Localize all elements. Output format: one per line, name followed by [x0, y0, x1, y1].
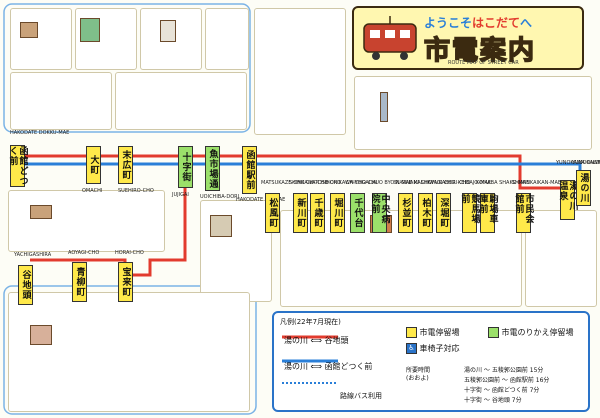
- station-chuobyoin[interactable]: 中央病院前: [370, 193, 390, 233]
- station-yunokawa_onsen[interactable]: 湯の川温泉: [558, 180, 578, 220]
- station-yunokawa[interactable]: 湯の川: [576, 170, 591, 206]
- station-fukabori-romaji: FUKABORI-CHO: [432, 180, 471, 186]
- attraction-area-12: [525, 210, 597, 307]
- legend-time-label: 所要時間: [406, 367, 431, 374]
- legend-route1: 湯の川 ⟺ 谷地頭: [284, 336, 349, 345]
- station-jujigai[interactable]: 十字街: [178, 146, 193, 188]
- building-icon: [30, 325, 52, 345]
- wheelchair-icon: ♿: [406, 343, 417, 354]
- station-dockmae[interactable]: 函館どつく前: [7, 145, 28, 187]
- station-chiyoga-romaji: CHIYOGADAI: [346, 180, 378, 186]
- station-yachigashira[interactable]: 谷地頭: [18, 265, 33, 305]
- station-horaicho-romaji: HORAI-CHO: [115, 250, 144, 256]
- attraction-area-4: [205, 8, 249, 70]
- station-suginami[interactable]: 杉並町: [398, 193, 413, 233]
- station-ekimae-romaji: HAKODATE EKI-MAE: [236, 197, 286, 203]
- station-yunokawa-romaji: YUNOKAWA: [572, 160, 600, 166]
- station-aoyagicho[interactable]: 青柳町: [72, 262, 87, 302]
- legend-lines: [282, 335, 338, 384]
- page-title: 市電案内: [423, 35, 537, 67]
- attraction-area-8: [354, 76, 592, 150]
- legend-stop: 市電停留場: [406, 327, 460, 338]
- legend-time-row: 五稜郭公園前 ～ 函館駅前 16分: [464, 377, 550, 384]
- legend-panel: 凡例(22年7月現在) 湯の川 ⟺ 谷地頭 湯の川 ⟺ 函館どつく前 路線バス利…: [272, 311, 590, 412]
- station-uoichiba[interactable]: 魚市場通: [205, 146, 220, 191]
- station-komaba[interactable]: 駒場車庫前: [478, 193, 498, 233]
- legend-transfer-stop: 市電のりかえ停留場: [488, 327, 574, 338]
- attraction-area-7: [254, 8, 346, 135]
- attraction-area-13: [8, 292, 250, 412]
- station-dockmae-romaji: HAKODATE DOKKU-MAE: [10, 130, 70, 136]
- station-aoyagicho-romaji: AOYAGI-CHO: [68, 250, 100, 256]
- station-chuobyoin-romaji: CHUO BYOIN-MAE: [368, 180, 413, 186]
- legend-time-row: 湯の川 ～ 五稜郭公園前 15分: [464, 367, 544, 374]
- title-panel: ようこそはこだてへ 市電案内 ROUTE MAP OF STREET CAR: [352, 6, 584, 70]
- legend-route2: 湯の川 ⟺ 函館どつく前: [284, 362, 373, 371]
- attraction-area-5: [10, 72, 112, 130]
- legend-time-row: 十字街 ～ 函館どつく前 7分: [464, 387, 540, 394]
- legend-title: 凡例(22年7月現在): [280, 318, 341, 326]
- station-shiminkaikan[interactable]: 市民会館前: [514, 193, 534, 233]
- station-keirinjo-romaji: KEIBAJO-MAE: [458, 180, 492, 186]
- station-keirinjo[interactable]: 競馬場前: [460, 193, 480, 233]
- route1-line: [20, 154, 585, 190]
- legend-bus: 路線バス利用: [340, 392, 382, 400]
- page-subtitle: ROUTE MAP OF STREET CAR: [448, 60, 519, 66]
- station-yachigashira-romaji: YACHIGASHIRA: [14, 252, 52, 258]
- station-yunokawa_onsen-romaji: YUNOKAWA ONSEN: [556, 160, 600, 166]
- station-shinkawa-romaji: SHINKAWA-CHO: [289, 180, 329, 186]
- attraction-area-6: [115, 72, 247, 130]
- station-chitose[interactable]: 千歳町: [310, 193, 325, 233]
- station-horikawa[interactable]: 堀川町: [330, 193, 345, 233]
- station-chiyoga[interactable]: 千代台: [350, 193, 365, 233]
- station-horikawa-romaji: HORIKAWA-CHO: [326, 180, 366, 186]
- welcome-text: ようこそはこだてへ: [424, 16, 533, 30]
- tower-icon: [380, 92, 388, 122]
- station-shinkawa[interactable]: 新川町: [293, 193, 308, 233]
- station-chitose-romaji: CHITOSE-CHO: [306, 180, 342, 186]
- building-icon: [210, 215, 232, 237]
- station-shiminkaikan-romaji: SHIMINKAIKAN-MAE: [512, 180, 562, 186]
- station-kashiwagi-romaji: KASHIWAGI-CHO: [414, 180, 456, 186]
- station-suehirocho[interactable]: 末広町: [118, 146, 133, 184]
- attraction-area-1: [10, 8, 72, 70]
- building-icon: [30, 205, 52, 219]
- station-uoichiba-romaji: UOICHIBA-DORI: [200, 194, 240, 200]
- legend-wheelchair: ♿ 車椅子対応: [406, 343, 460, 354]
- station-fukabori[interactable]: 深堀町: [436, 193, 451, 233]
- legend-time-row: 十字街 ～ 谷地頭 7分: [464, 397, 522, 404]
- tram-icon: [363, 16, 417, 60]
- station-suehirocho-romaji: SUEHIRO-CHO: [118, 188, 154, 194]
- station-ekimae[interactable]: 函館駅前: [242, 146, 257, 194]
- route1-branch: [30, 164, 187, 277]
- station-omachi-romaji: OMACHI: [82, 188, 103, 194]
- station-suginami-romaji: SUGINAMI-CHO: [394, 180, 433, 186]
- station-matsukaze-romaji: MATSUKAZE-CHO: [261, 180, 305, 186]
- building-icon: [20, 22, 38, 38]
- church-icon: [80, 18, 100, 42]
- station-omachi[interactable]: 大町: [86, 146, 101, 184]
- station-horaicho[interactable]: 宝来町: [118, 262, 133, 302]
- attraction-area-9: [8, 190, 165, 252]
- station-jujigai-romaji: JUJIGAI: [172, 192, 189, 198]
- station-kashiwagi[interactable]: 柏木町: [418, 193, 433, 233]
- station-komaba-romaji: KOMABA SHAKO-MAE: [476, 180, 530, 186]
- church-icon: [160, 20, 176, 42]
- station-matsukaze[interactable]: 松風町: [265, 193, 280, 233]
- legend-time-sublabel: (おおよ): [406, 375, 429, 382]
